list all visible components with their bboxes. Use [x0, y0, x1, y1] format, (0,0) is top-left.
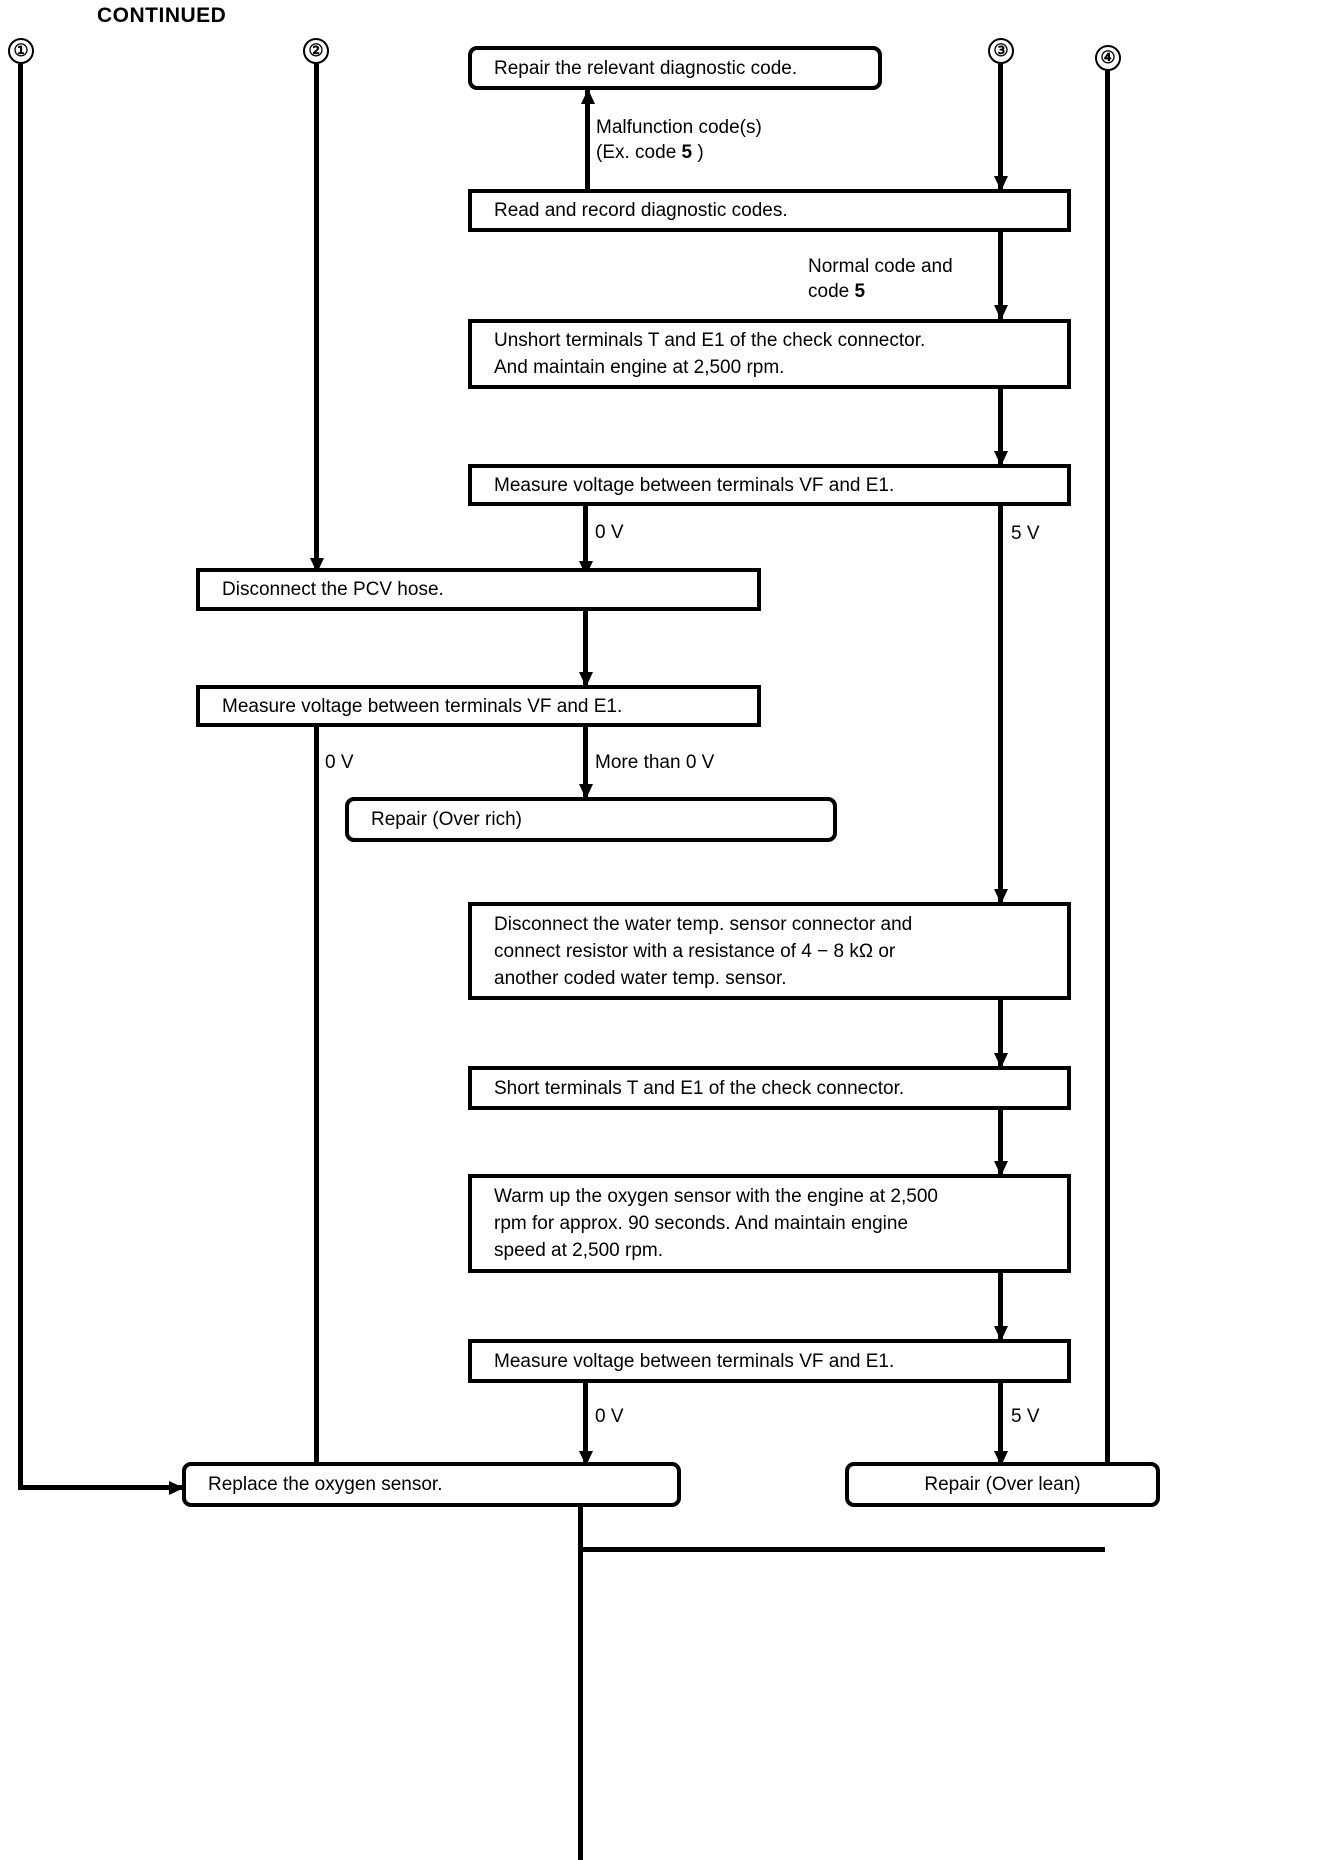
edge-measure2-more-than-0v — [583, 727, 588, 798]
edge-label-0v-a: 0 V — [595, 522, 624, 543]
box-measure-voltage-2[interactable]: Measure voltage between terminals VF and… — [196, 685, 761, 727]
connector-rail-4 — [1105, 71, 1110, 1487]
edge-bottom-tail-left — [578, 1547, 583, 1860]
box-short-terminals[interactable]: Short terminals T and E1 of the check co… — [468, 1066, 1071, 1110]
edge-label-malfunction-line2a: (Ex. code — [596, 142, 682, 163]
connector-circle-2: ② — [303, 38, 329, 64]
edge-watertemp-to-short — [998, 1000, 1003, 1067]
box-measure-voltage-1[interactable]: Measure voltage between terminals VF and… — [468, 464, 1071, 506]
box-measure-voltage-3[interactable]: Measure voltage between terminals VF and… — [468, 1339, 1071, 1383]
edge-label-malfunction-code-number: 5 — [681, 142, 693, 163]
connector-rail-2 — [314, 64, 319, 572]
box-unshort-terminals[interactable]: Unshort terminals T and E1 of the check … — [468, 319, 1071, 389]
edge-measure2-0v — [314, 727, 319, 1487]
edge-measure3-0v — [583, 1383, 588, 1465]
box-repair-relevant-code[interactable]: Repair the relevant diagnostic code. — [468, 46, 882, 90]
edge-label-normal-line1: Normal code and — [808, 256, 953, 277]
edge-label-malfunction-line2c: ) — [692, 142, 704, 163]
edge-pcv-to-measure2 — [583, 611, 588, 686]
box-warm-up-oxygen-sensor[interactable]: Warm up the oxygen sensor with the engin… — [468, 1174, 1071, 1273]
box-disconnect-water-temp-sensor[interactable]: Disconnect the water temp. sensor connec… — [468, 902, 1071, 1000]
edge-label-malfunction-code: Malfunction code(s) (Ex. code 5 ) — [596, 115, 762, 165]
edge-label-normal-code: Normal code and code 5 — [808, 254, 953, 304]
edge-measure3-5v — [998, 1383, 1003, 1465]
edge-measure1-5v — [998, 506, 1003, 903]
box-disconnect-pcv-hose[interactable]: Disconnect the PCV hose. — [196, 568, 761, 611]
edge-label-normal-line2a: code — [808, 281, 855, 302]
connector-circle-4: ④ — [1095, 45, 1121, 71]
connector-rail-1-to-replace — [18, 1485, 183, 1490]
edge-label-normal-code-number: 5 — [854, 281, 866, 302]
box-repair-over-rich[interactable]: Repair (Over rich) — [345, 797, 837, 842]
edge-label-0v-b: 0 V — [325, 752, 354, 773]
edge-replace-exit-down — [578, 1507, 583, 1552]
edge-replace-exit-right — [578, 1547, 1105, 1552]
edge-read-to-repair — [585, 90, 590, 190]
edge-short-to-warmup — [998, 1110, 1003, 1175]
page-title: CONTINUED — [97, 4, 227, 27]
edge-unshort-to-measure1 — [998, 389, 1003, 465]
edge-label-5v-b: 5 V — [1011, 1406, 1040, 1427]
box-repair-over-lean[interactable]: Repair (Over lean) — [845, 1462, 1160, 1507]
edge-read-to-unshort — [998, 232, 1003, 319]
connector-circle-3: ③ — [988, 38, 1014, 64]
edge-label-malfunction-line1: Malfunction code(s) — [596, 117, 762, 138]
edge-label-more-than-0v: More than 0 V — [595, 752, 715, 773]
edge-label-0v-c: 0 V — [595, 1406, 624, 1427]
box-replace-oxygen-sensor[interactable]: Replace the oxygen sensor. — [182, 1462, 681, 1507]
edge-warmup-to-measure3 — [998, 1273, 1003, 1340]
edge-label-5v-a: 5 V — [1011, 523, 1040, 544]
connector-rail-1 — [18, 64, 23, 1487]
edge-measure1-0v — [583, 506, 588, 575]
connector-rail-3 — [998, 64, 1003, 190]
connector-circle-1: ① — [8, 38, 34, 64]
box-read-record-codes[interactable]: Read and record diagnostic codes. — [468, 189, 1071, 232]
